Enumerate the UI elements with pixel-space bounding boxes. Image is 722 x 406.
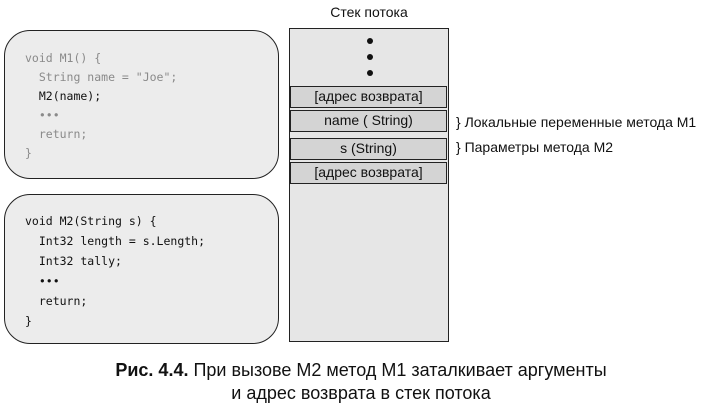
ellipsis-dot	[367, 70, 373, 76]
m2-code-line: }	[25, 314, 32, 328]
stack-title: Стек потока	[330, 4, 408, 20]
figure-label: Рис. 4.4.	[115, 360, 189, 380]
m2-code-line: void M2(String s) {	[25, 214, 157, 228]
figure-caption-line2: и адрес возврата в стек потока	[231, 383, 491, 403]
m1-code-line: •••	[25, 108, 60, 122]
m2-code-line: •••	[25, 274, 60, 288]
figure-caption-line1: Рис. 4.4. При вызове M2 метод M1 заталки…	[0, 359, 722, 381]
m1-code-line: return;	[25, 127, 88, 141]
stack-cell-return-address-m2: [адрес возврата]	[290, 162, 447, 184]
ellipsis-dot	[367, 38, 373, 44]
params-annotation: } Параметры метода M2	[456, 139, 614, 155]
stack-cell-return-address-m1: [адрес возврата]	[290, 86, 447, 108]
m1-code-line: M2(name);	[25, 89, 102, 103]
m1-code-line: String name = "Joe";	[25, 70, 178, 84]
m2-code-line: Int32 length = s.Length;	[25, 234, 206, 248]
m2-code-line: return;	[25, 294, 88, 308]
stack-cell-param-s: s (String)	[290, 138, 447, 160]
m1-code-line: }	[25, 146, 32, 160]
method-m2-code-box: void M2(String s) { Int32 length = s.Len…	[4, 194, 279, 344]
locals-annotation: } Локальные переменные метода M1	[456, 114, 697, 130]
m2-code-line: Int32 tally;	[25, 254, 122, 268]
caption-text: При вызове M2 метод M1 заталкивает аргум…	[188, 360, 607, 380]
method-m1-code-box: void M1() { String name = "Joe"; M2(name…	[4, 30, 279, 179]
m1-code-line: void M1() {	[25, 51, 102, 65]
ellipsis-dot	[367, 54, 373, 60]
thread-stack: [адрес возврата] name ( String) s (Strin…	[289, 28, 449, 342]
stack-cell-local-name: name ( String)	[290, 110, 447, 132]
